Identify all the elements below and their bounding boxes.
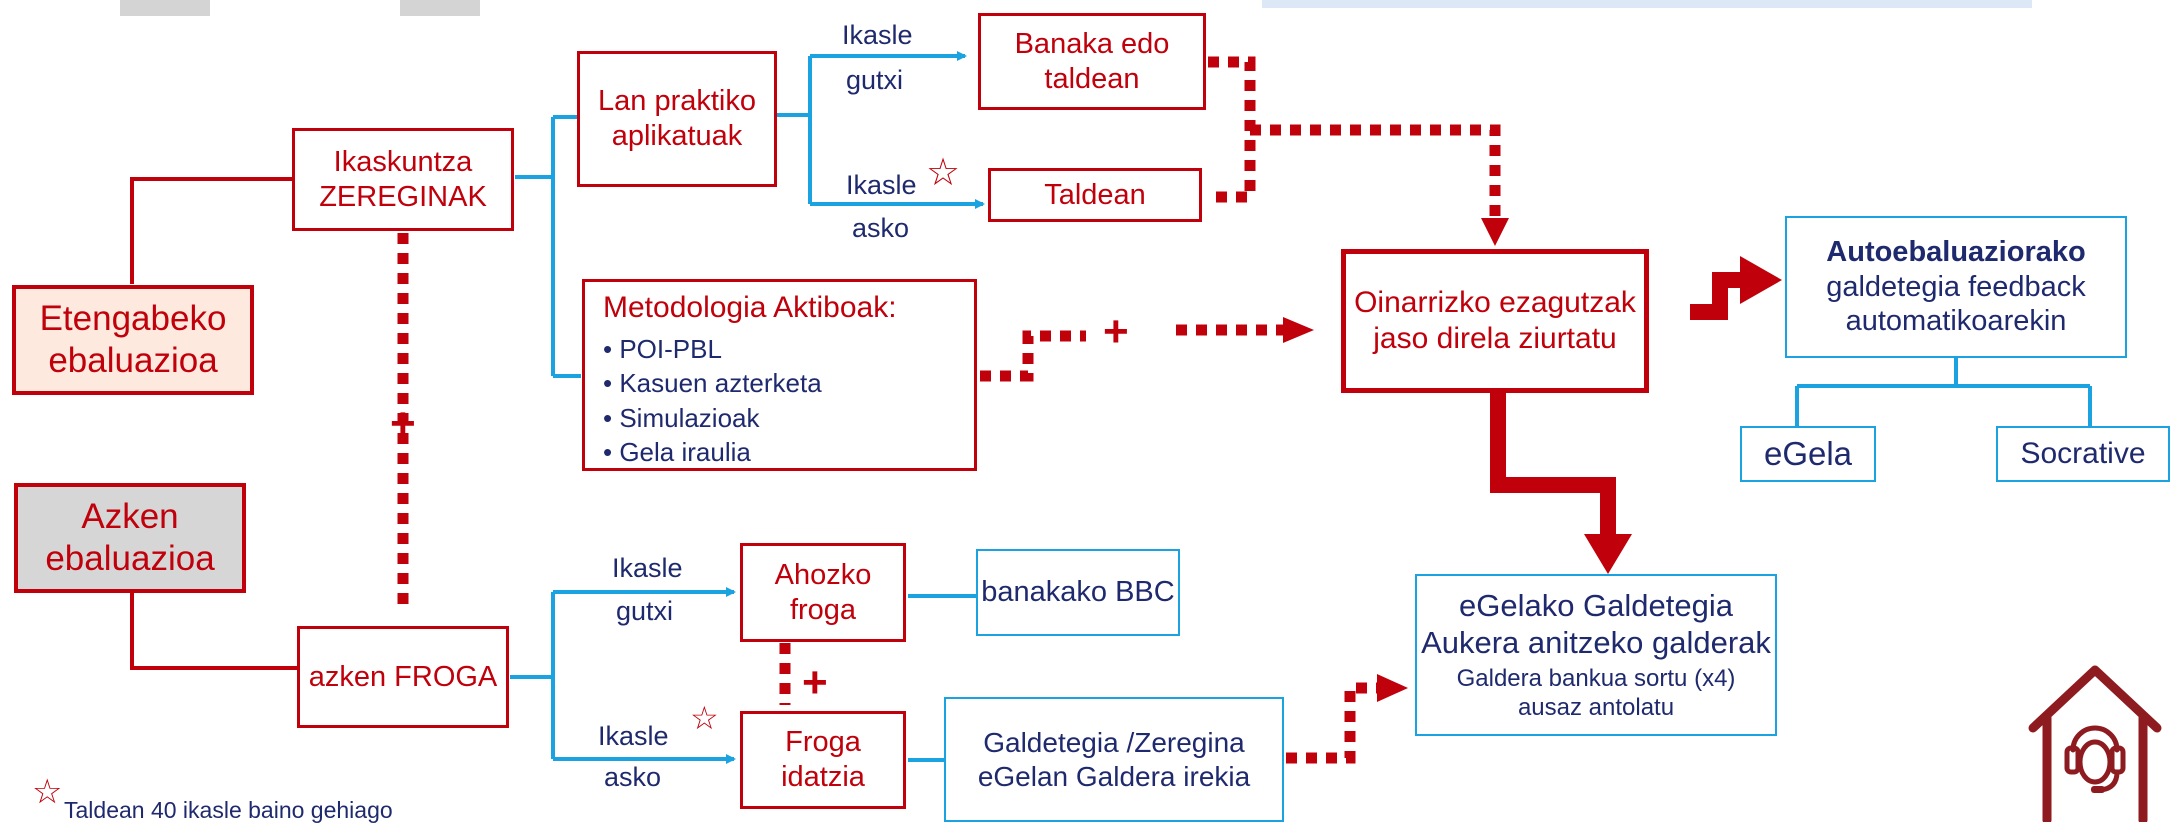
ikasle-asko-label-top-1: Ikasle bbox=[846, 170, 917, 200]
ikasle-gutxi-label-bot-2: gutxi bbox=[616, 596, 674, 626]
ikasle-gutxi-label-top-1: Ikasle bbox=[842, 20, 913, 50]
ikasle-asko-label-bot-2: asko bbox=[604, 762, 662, 792]
autoebaluaziorako-title: Autoebaluaziorako bbox=[1826, 235, 2086, 268]
banakako-bbc-box: banakako BBC bbox=[976, 549, 1180, 636]
red-dotted-lines bbox=[397, 56, 1501, 764]
list-item: Simulazioak bbox=[603, 401, 822, 435]
ikaskuntza-zereginak-box: Ikaskuntza ZEREGINAK bbox=[292, 128, 514, 231]
egelako-line-3: Galdera bankua sortu (x4) bbox=[1456, 665, 1736, 693]
egelako-line-2: Aukera anitzeko galderak bbox=[1421, 625, 1771, 661]
blue-tree-right bbox=[1795, 358, 2092, 426]
etengabeko-ebaluazioa-box: Etengabeko ebaluazioa bbox=[12, 285, 254, 395]
egela-box: eGela bbox=[1740, 426, 1876, 482]
froga-idatzia-box: Froga idatzia bbox=[740, 711, 906, 809]
list-item: Kasuen azterketa bbox=[603, 366, 821, 400]
thick-red-arrowheads bbox=[1584, 256, 1782, 574]
azken-ebaluazioa-box: Azken ebaluazioa bbox=[14, 483, 246, 593]
top-decoration-left bbox=[120, 0, 210, 16]
metodologia-list: POI-PBL Kasuen azterketa Simulazioak Gel… bbox=[603, 332, 822, 469]
ikasle-asko-label-bot-1: Ikasle bbox=[598, 721, 669, 751]
banaka-edo-taldean-box: Banaka edo taldean bbox=[978, 13, 1206, 110]
socrative-box: Socrative bbox=[1996, 426, 2170, 482]
autoebaluaziorako-box: Autoebaluaziorako galdetegia feedback au… bbox=[1785, 216, 2127, 358]
autoebaluaziorako-text: galdetegia feedback automatikoarekin bbox=[1826, 270, 2086, 338]
top-decoration-panel bbox=[1262, 0, 2032, 8]
oinarrizko-ezagutzak-box: Oinarrizko ezagutzak jaso direla ziurtat… bbox=[1341, 249, 1649, 393]
plus-sign: + bbox=[802, 658, 828, 707]
list-item: Gela iraulia bbox=[603, 435, 822, 469]
ahozko-froga-box: Ahozko froga bbox=[740, 543, 906, 642]
star-icon: ☆ bbox=[32, 773, 63, 811]
egelako-line-4: ausaz antolatu bbox=[1517, 694, 1675, 722]
top-decoration-mid bbox=[400, 0, 480, 16]
list-item: POI-PBL bbox=[603, 332, 822, 366]
blue-tree-bottom bbox=[510, 587, 976, 764]
star-icon: ☆ bbox=[690, 700, 719, 736]
blue-tree-top bbox=[515, 51, 985, 378]
azken-froga-box: azken FROGA bbox=[297, 626, 509, 728]
plus-sign: + bbox=[390, 399, 416, 448]
thick-red-arrows bbox=[1490, 272, 1742, 538]
galdetegia-zeregina-box: Galdetegia /Zeregina eGelan Galdera irek… bbox=[944, 697, 1284, 822]
metodologia-aktiboak-title: Metodologia Aktiboak: bbox=[603, 291, 897, 324]
ikasle-gutxi-label-bot-1: Ikasle bbox=[612, 553, 683, 583]
red-bracket-lines bbox=[130, 177, 297, 670]
taldean-box: Taldean bbox=[988, 168, 1202, 222]
plus-sign: + bbox=[1103, 307, 1129, 356]
ikasle-gutxi-label-top-2: gutxi bbox=[846, 65, 904, 95]
egelako-galdetegia-box: eGelako Galdetegia Aukera anitzeko galde… bbox=[1415, 574, 1777, 736]
lan-praktiko-box: Lan praktiko aplikatuak bbox=[577, 51, 777, 187]
egelako-line-1: eGelako Galdetegia bbox=[1458, 588, 1734, 624]
footnote-text: Taldean 40 ikasle baino gehiago bbox=[64, 797, 393, 823]
headset-house-icon bbox=[2028, 665, 2162, 822]
metodologia-aktiboak-box: Metodologia Aktiboak: POI-PBL Kasuen azt… bbox=[582, 279, 977, 471]
red-arrowheads bbox=[1283, 218, 1509, 702]
ikasle-asko-label-top-2: asko bbox=[852, 213, 910, 243]
star-icon: ☆ bbox=[926, 152, 961, 194]
